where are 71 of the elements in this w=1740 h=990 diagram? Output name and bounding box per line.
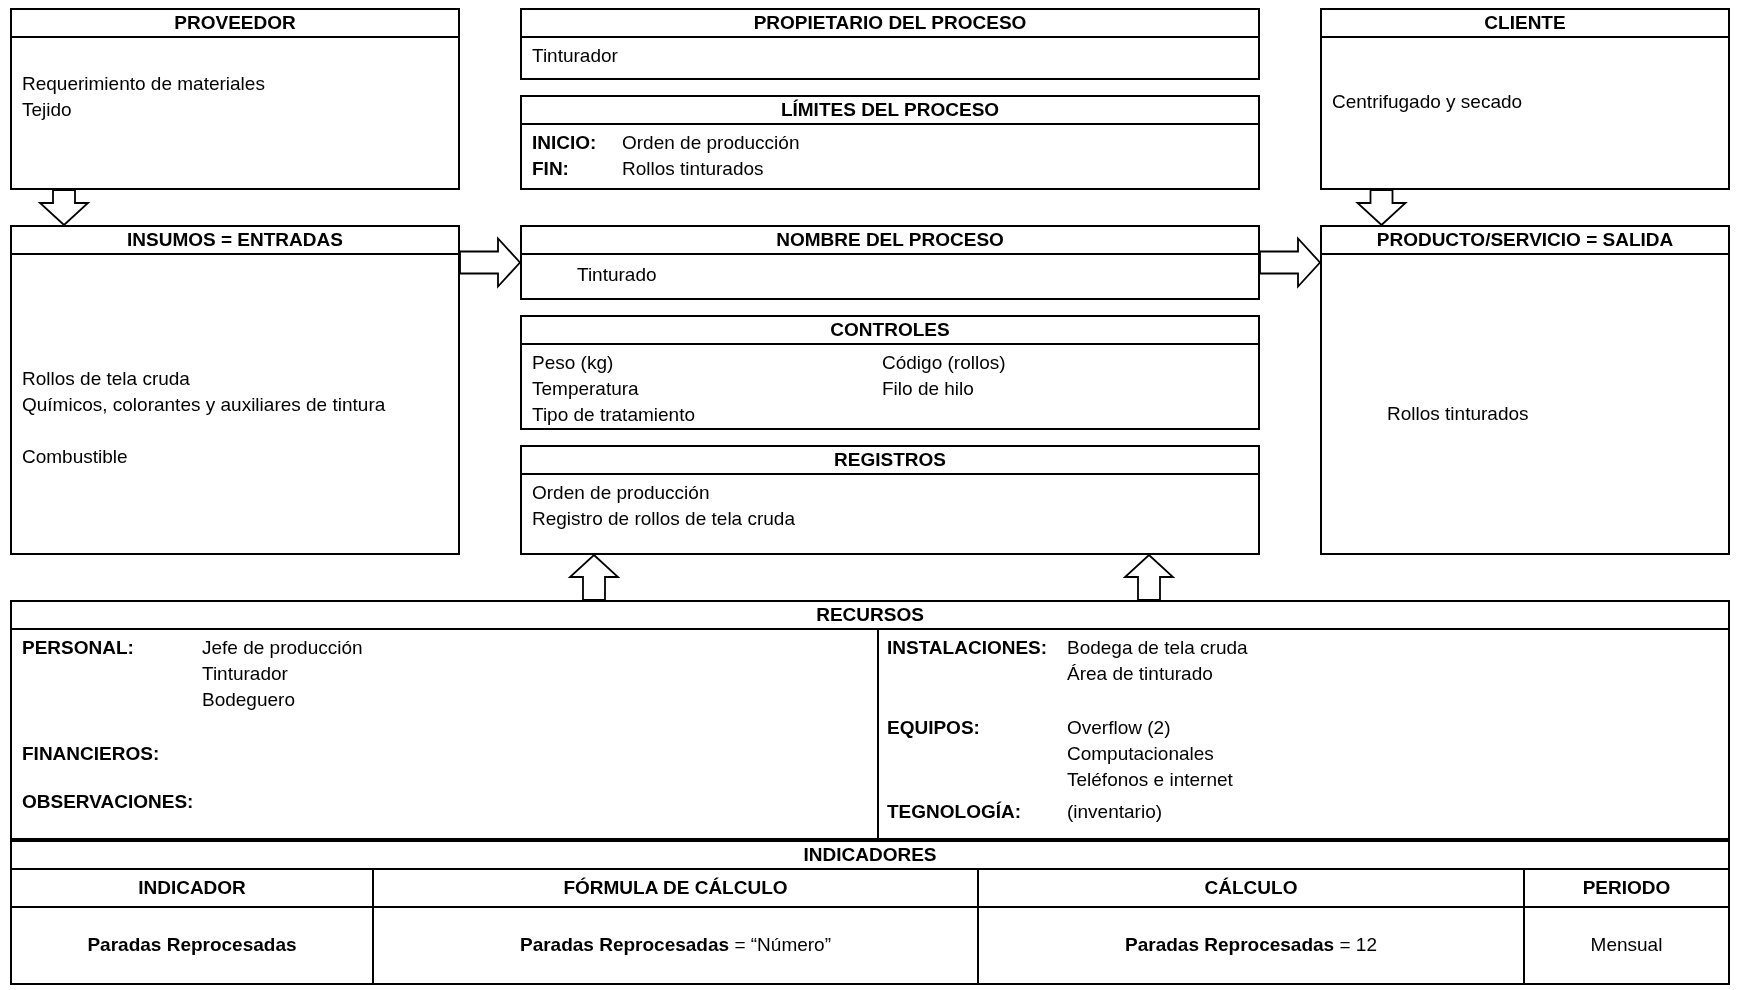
section-heading: INSUMOS = ENTRADAS xyxy=(12,227,458,255)
field-value: Tejido xyxy=(22,98,72,122)
section-heading: NOMBRE DEL PROCESO xyxy=(522,227,1258,255)
block-arrow xyxy=(459,236,522,289)
table-value: Paradas Reprocesadas = “Número” xyxy=(374,908,979,983)
column-header: INDICADOR xyxy=(12,870,374,908)
field-value: Computacionales xyxy=(1067,742,1214,766)
field-value: Tinturador xyxy=(532,44,618,68)
field-value: Rollos tinturados xyxy=(622,157,764,181)
section-heading: LÍMITES DEL PROCESO xyxy=(522,97,1258,125)
form-section xyxy=(10,600,1730,840)
form-section xyxy=(520,95,1260,190)
field-value: Área de tinturado xyxy=(1067,662,1213,686)
field-value: Bodega de tela cruda xyxy=(1067,636,1248,660)
field-label: INSTALACIONES: xyxy=(887,636,1048,660)
section-heading: RECURSOS xyxy=(12,602,1728,630)
field-label: FIN: xyxy=(532,157,569,181)
field-value: Teléfonos e internet xyxy=(1067,768,1233,792)
section-heading: CONTROLES xyxy=(522,317,1258,345)
column-header: FÓRMULA DE CÁLCULO xyxy=(374,870,979,908)
field-label: EQUIPOS: xyxy=(887,716,980,740)
field-value: Filo de hilo xyxy=(882,377,974,401)
field-value: Requerimiento de materiales xyxy=(22,72,265,96)
section-heading: PRODUCTO/SERVICIO = SALIDA xyxy=(1322,227,1728,255)
form-section xyxy=(10,225,460,555)
block-arrow xyxy=(37,189,91,227)
field-value: Registro de rollos de tela cruda xyxy=(532,507,795,531)
form-section xyxy=(520,315,1260,430)
block-arrow xyxy=(1122,553,1176,601)
section-heading: PROVEEDOR xyxy=(12,10,458,38)
section-heading: INDICADORES xyxy=(12,842,1728,870)
form-section xyxy=(520,225,1260,300)
field-value: Rollos tinturados xyxy=(1387,402,1529,426)
field-label: TEGNOLOGÍA: xyxy=(887,800,1022,824)
field-value: Combustible xyxy=(22,445,128,469)
field-value: Tinturador xyxy=(202,662,288,686)
table-value: Paradas Reprocesadas = 12 xyxy=(979,908,1525,983)
field-value: Orden de producción xyxy=(622,131,800,155)
field-value: Jefe de producción xyxy=(202,636,363,660)
block-arrow xyxy=(567,553,621,601)
form-section xyxy=(1320,8,1730,190)
field-value: (inventario) xyxy=(1067,800,1163,824)
table-value: Mensual xyxy=(1589,933,1664,957)
form-section xyxy=(520,445,1260,555)
field-value: Tinturado xyxy=(577,263,657,287)
field-value: Centrifugado y secado xyxy=(1332,90,1523,114)
table-value: Paradas Reprocesadas xyxy=(12,908,374,983)
form-section xyxy=(520,8,1260,80)
form-section xyxy=(1320,225,1730,555)
field-label: OBSERVACIONES: xyxy=(22,790,194,814)
field-label: INICIO: xyxy=(532,131,597,155)
block-arrow xyxy=(1259,236,1322,289)
field-value: Peso (kg) xyxy=(532,351,614,375)
section-heading: REGISTROS xyxy=(522,447,1258,475)
section-heading: CLIENTE xyxy=(1322,10,1728,38)
field-value: Bodeguero xyxy=(202,688,295,712)
field-value: Tipo de tratamiento xyxy=(532,403,695,427)
field-value: Temperatura xyxy=(532,377,639,401)
field-value: Código (rollos) xyxy=(882,351,1006,375)
form-section xyxy=(10,840,1730,985)
column-header: CÁLCULO xyxy=(979,870,1525,908)
field-label: PERSONAL: xyxy=(22,636,134,660)
field-value: Orden de producción xyxy=(532,481,710,505)
block-arrow xyxy=(1355,189,1408,227)
form-section xyxy=(10,8,460,190)
field-value: Químicos, colorantes y auxiliares de tintura xyxy=(22,393,387,417)
field-value: Overflow (2) xyxy=(1067,716,1171,740)
section-heading: PROPIETARIO DEL PROCESO xyxy=(522,10,1258,38)
field-value: Rollos de tela cruda xyxy=(22,367,190,391)
field-label: FINANCIEROS: xyxy=(22,742,160,766)
column-header: PERIODO xyxy=(1525,870,1728,908)
